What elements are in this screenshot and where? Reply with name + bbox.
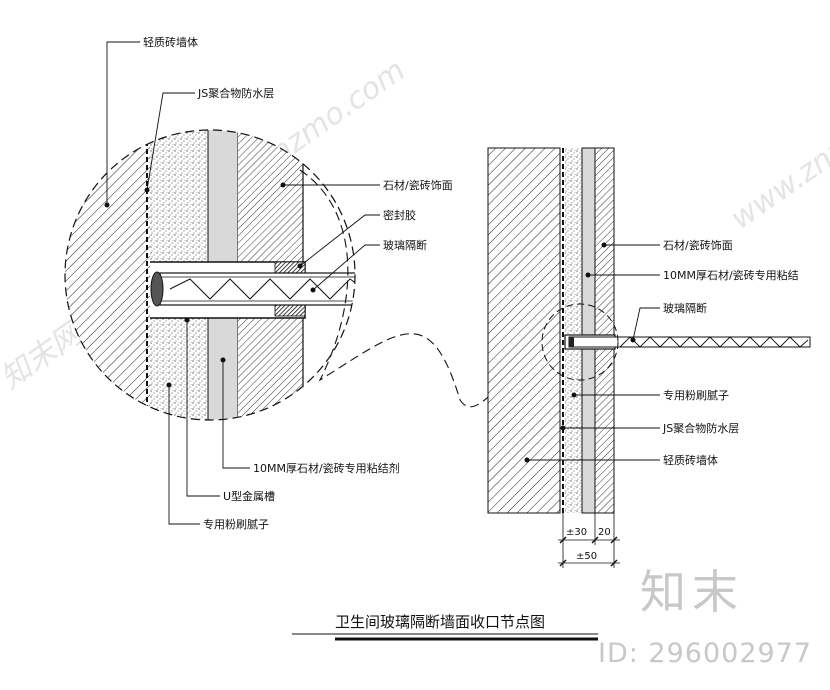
left-leaders — [106, 41, 380, 525]
label-left-finish: 石材/瓷砖饰面 — [383, 178, 453, 192]
left-finish-lower — [238, 318, 303, 420]
label-left-putty: 专用粉刷腻子 — [203, 517, 269, 531]
dimension-lines — [558, 513, 620, 568]
label-left-channel: U型金属槽 — [223, 489, 275, 503]
right-adhesive — [581, 147, 596, 514]
right-callout-circle — [541, 303, 619, 381]
left-leader-dots — [104, 182, 316, 388]
right-finish — [594, 147, 615, 514]
label-left-waterproof: JS聚合物防水层 — [197, 86, 274, 100]
label-right-wall: 轻质砖墙体 — [663, 453, 718, 467]
drawing-title: 卫生间玻璃隔断墙面收口节点图 — [335, 613, 545, 631]
label-right-adhesive: 10MM厚石材/瓷砖专用粘结 — [663, 268, 799, 282]
right-leader-dots — [524, 242, 636, 463]
right-putty — [565, 148, 582, 513]
right-brick-wall — [487, 147, 561, 514]
left-sealant-bottom — [274, 304, 306, 317]
right-leaders — [527, 244, 660, 461]
label-right-finish: 石材/瓷砖饰面 — [663, 238, 733, 252]
dim-20: 20 — [598, 527, 611, 538]
dim-50: ±50 — [576, 551, 597, 562]
left-enlarged-detail — [64, 129, 356, 421]
left-gasket — [150, 271, 164, 307]
right-glass-interlayer — [619, 336, 809, 348]
left-glass-panel — [159, 272, 355, 306]
label-right-glass: 玻璃隔断 — [663, 301, 707, 315]
watermark-brand: 知末 — [640, 565, 744, 619]
left-enlargement-circle — [64, 129, 356, 421]
dim-30: ±30 — [566, 527, 587, 538]
left-brick-wall — [65, 130, 150, 420]
label-left-wall: 轻质砖墙体 — [143, 35, 198, 49]
right-section-detail: ±30 20 ±50 — [487, 147, 811, 568]
label-left-sealant: 密封胶 — [383, 208, 416, 222]
label-left-adhesive: 10MM厚石材/瓷砖专用粘结剂 — [253, 461, 400, 475]
right-glass-panel — [568, 336, 811, 348]
left-putty-upper — [150, 130, 208, 262]
left-putty-lower — [150, 318, 208, 420]
svg-text:www.znzmo.com: www.znzmo.com — [725, 63, 830, 237]
label-left-glass: 玻璃隔断 — [383, 238, 427, 252]
watermark-id: ID: 296002977 — [598, 638, 812, 669]
left-adhesive-upper — [207, 130, 239, 263]
label-right-waterproof: JS聚合物防水层 — [662, 421, 739, 435]
left-glass-interlayer — [169, 278, 355, 300]
label-right-putty: 专用粉刷腻子 — [663, 388, 729, 402]
